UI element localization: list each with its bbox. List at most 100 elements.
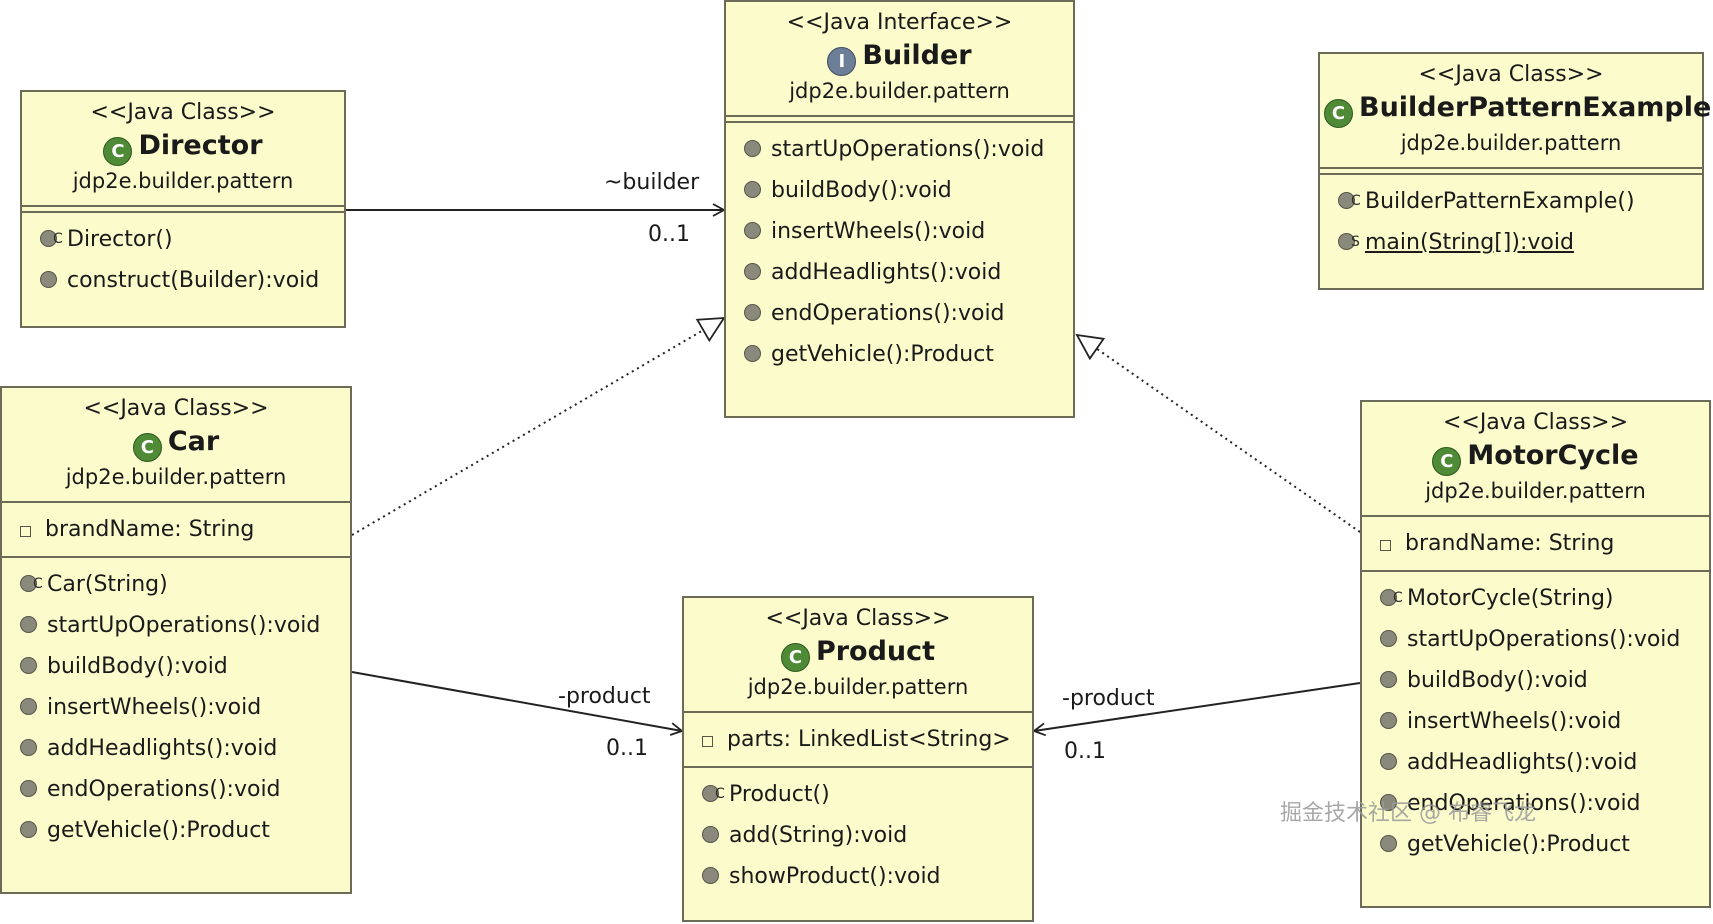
watermark: 掘金技术社区 @ 布睿飞龙: [1280, 801, 1536, 826]
operations-section: Product() add(String):void showProduct()…: [684, 766, 1032, 903]
constructor-row[interactable]: BuilderPatternExample(): [1320, 181, 1702, 222]
private-field-icon: [1380, 540, 1391, 551]
constructor-icon: [1380, 578, 1403, 619]
method-row[interactable]: main(String[]):void: [1320, 222, 1702, 263]
public-method-icon: [20, 657, 37, 674]
car-product-multiplicity: 0..1: [606, 736, 648, 761]
method-row[interactable]: buildBody():void: [1362, 660, 1709, 701]
method-row[interactable]: startUpOperations():void: [1362, 619, 1709, 660]
motorcycle-product-multiplicity: 0..1: [1064, 739, 1106, 764]
public-method-icon: [1380, 671, 1397, 688]
method-row[interactable]: endOperations():void: [2, 769, 350, 810]
public-method-icon: [1380, 794, 1397, 811]
constructor-row[interactable]: Director(): [22, 219, 344, 260]
class-icon: C: [132, 433, 162, 462]
public-method-icon: [20, 780, 37, 797]
public-method-icon: [20, 698, 37, 715]
public-method-icon: [744, 263, 761, 280]
public-method-icon: [744, 181, 761, 198]
motorcycle-product-association: [1032, 682, 1361, 737]
class-icon: C: [1432, 447, 1462, 476]
public-method-icon: [1380, 753, 1397, 770]
stereotype: <<Java Class>>: [90, 100, 276, 125]
attributes-section: parts: LinkedList<String>: [684, 713, 1032, 766]
constructor-row[interactable]: Product(): [684, 774, 1032, 815]
director-builder-multiplicity: 0..1: [648, 222, 690, 247]
method-row[interactable]: startUpOperations():void: [726, 129, 1073, 170]
director-builder-role-label: ~builder: [604, 170, 700, 195]
constructor-row[interactable]: Car(String): [2, 564, 350, 605]
package-name: jdp2e.builder.pattern: [1425, 479, 1646, 503]
public-method-icon: [702, 867, 719, 884]
method-row[interactable]: getVehicle():Product: [726, 334, 1073, 375]
public-method-icon: [1380, 630, 1397, 647]
method-row[interactable]: endOperations():void: [1362, 783, 1709, 824]
method-row[interactable]: showProduct():void: [684, 856, 1032, 897]
method-row[interactable]: getVehicle():Product: [2, 810, 350, 851]
field-row[interactable]: brandName: String: [1362, 523, 1709, 564]
stereotype: <<Java Class>>: [83, 396, 269, 421]
method-row[interactable]: addHeadlights():void: [2, 728, 350, 769]
field-row[interactable]: parts: LinkedList<String>: [684, 719, 1032, 760]
operations-section: startUpOperations():void buildBody():voi…: [726, 121, 1073, 381]
field-row[interactable]: brandName: String: [2, 509, 350, 550]
stereotype: <<Java Class>>: [1418, 62, 1604, 87]
constructor-icon: [20, 564, 43, 605]
method-row[interactable]: buildBody():void: [726, 170, 1073, 211]
operations-section: Car(String) startUpOperations():void bui…: [2, 556, 350, 857]
class-icon: C: [780, 643, 810, 672]
method-row[interactable]: construct(Builder):void: [22, 260, 344, 301]
public-method-icon: [1380, 835, 1397, 852]
motorcycle-product-role-label: -product: [1062, 686, 1155, 711]
stereotype: <<Java Class>>: [1442, 410, 1629, 435]
public-method-icon: [20, 821, 37, 838]
attributes-section: brandName: String: [1362, 517, 1709, 570]
operations-section: Director() construct(Builder):void: [22, 211, 344, 307]
package-name: jdp2e.builder.pattern: [72, 169, 294, 193]
public-method-icon: [20, 739, 37, 756]
method-row[interactable]: startUpOperations():void: [2, 605, 350, 646]
operations-section: BuilderPatternExample() main(String[]):v…: [1320, 173, 1702, 269]
package-name: jdp2e.builder.pattern: [65, 465, 287, 489]
motorcycle-realizes-builder: [1075, 333, 1361, 533]
method-row[interactable]: insertWheels():void: [2, 687, 350, 728]
car-product-association: [351, 671, 684, 736]
method-row[interactable]: endOperations():void: [726, 293, 1073, 334]
method-row[interactable]: insertWheels():void: [1362, 701, 1709, 742]
public-method-icon: [1380, 712, 1397, 729]
private-field-icon: [702, 736, 713, 747]
car-product-role-label: -product: [558, 684, 651, 709]
public-method-icon: [744, 140, 761, 157]
constructor-icon: [702, 774, 725, 815]
private-field-icon: [20, 526, 31, 537]
method-row[interactable]: getVehicle():Product: [1362, 824, 1709, 865]
public-method-icon: [744, 222, 761, 239]
public-method-icon: [40, 271, 57, 288]
car-realizes-builder: [351, 316, 726, 536]
method-row[interactable]: buildBody():void: [2, 646, 350, 687]
method-row[interactable]: addHeadlights():void: [1362, 742, 1709, 783]
method-row[interactable]: add(String):void: [684, 815, 1032, 856]
class-icon: C: [1324, 99, 1353, 128]
constructor-row[interactable]: MotorCycle(String): [1362, 578, 1709, 619]
method-row[interactable]: insertWheels():void: [726, 211, 1073, 252]
package-name: jdp2e.builder.pattern: [747, 675, 969, 699]
method-row[interactable]: addHeadlights():void: [726, 252, 1073, 293]
